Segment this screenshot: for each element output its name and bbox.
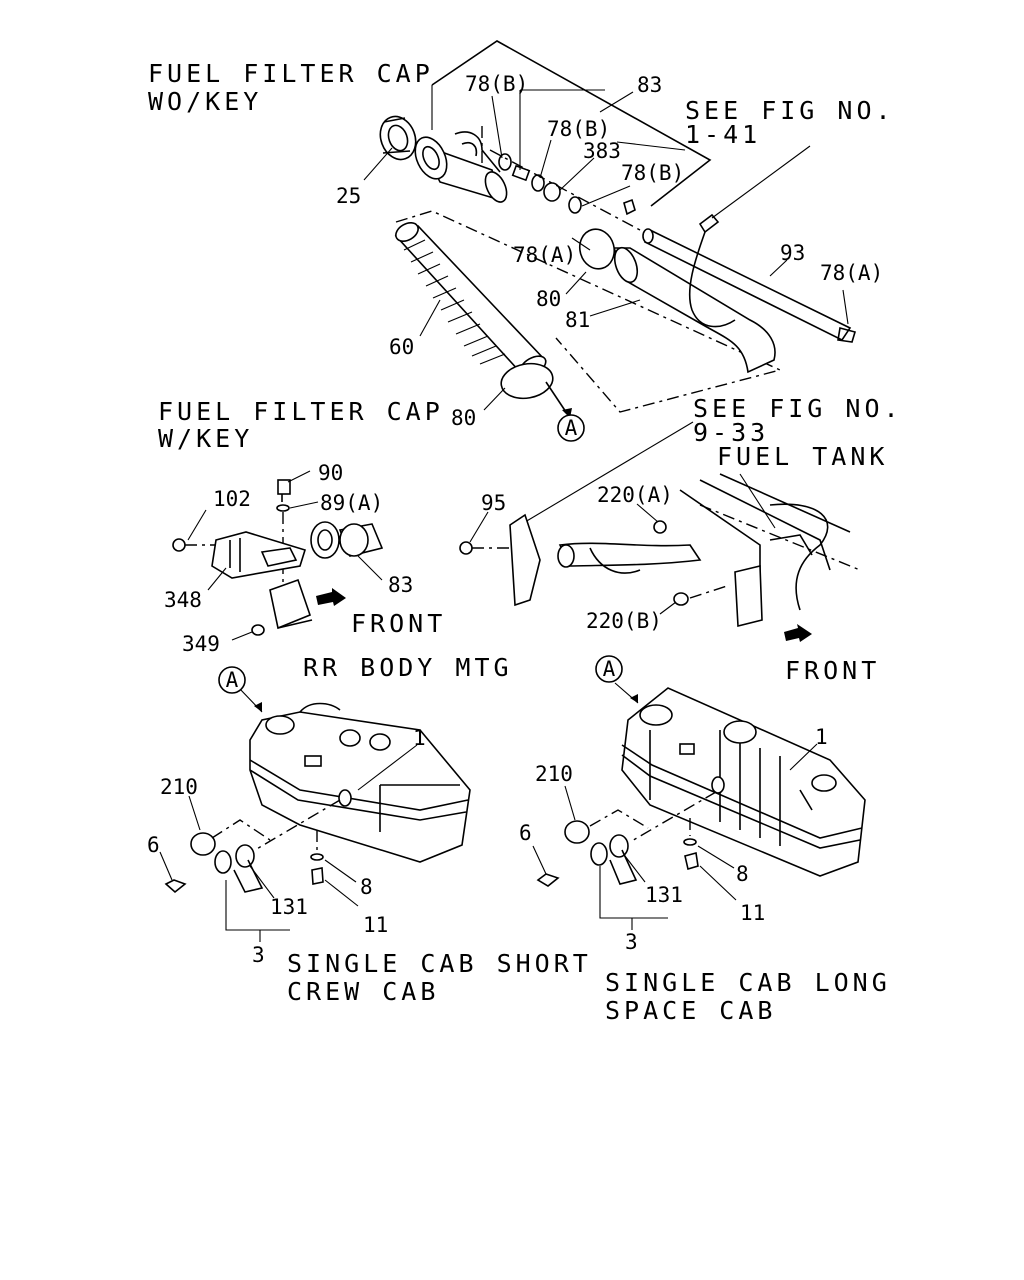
filler-pipe-routing [459,421,861,642]
callout-3-right: 3 [625,930,638,954]
caption-fig-1-41: 1-41 [685,120,761,149]
breather-pipe-part [642,213,857,343]
caption-front-right: FRONT [785,656,880,685]
callout-81: 81 [565,308,590,332]
caption-fuel-filter-cap-wo-key: FUEL FILTER CAP [148,59,434,88]
callout-95: 95 [481,491,506,515]
callout-78b-3: 78(B) [621,161,684,185]
callout-102: 102 [213,487,251,511]
vent-hose-parts [481,126,641,231]
caption-fig-9-33: 9-33 [693,418,769,447]
callout-11-right: 11 [740,901,765,925]
callout-3-left: 3 [252,943,265,967]
callout-11-left: 11 [363,913,388,937]
callout-8-left: 8 [360,875,373,899]
caption-wo-key: WO/KEY [148,87,262,116]
callout-6-left: 6 [147,833,160,857]
caption-see-fig-1: SEE FIG NO. [685,96,895,125]
caption-fuel-tank: FUEL TANK [717,442,888,471]
fuel-cap-part [379,115,417,161]
circle-a-left-label: A [226,668,239,692]
caption-front-left: FRONT [351,609,446,638]
caption-see-fig-2: SEE FIG NO. [693,394,903,423]
callout-89a: 89(A) [320,491,383,515]
filler-neck-assembly [379,40,857,419]
callout-220b: 220(B) [586,609,662,633]
callout-1-left: 1 [413,726,426,750]
circle-a-top-label: A [565,416,578,440]
callout-90: 90 [318,461,343,485]
top-leader-lines [363,89,849,411]
callout-93: 93 [780,241,805,265]
caption-crew-cab: CREW CAB [287,977,439,1006]
callout-78b-2: 78(B) [547,117,610,141]
callout-78b-1: 78(B) [465,72,528,96]
callout-6-right: 6 [519,821,532,845]
reference-circle-a-left: A [218,666,246,694]
filler-head-part [414,131,508,203]
caption-rr-body-mtg: RR BODY MTG [303,653,513,682]
callout-80-lower: 80 [451,406,476,430]
callout-348: 348 [164,588,202,612]
caption-single-cab-short: SINGLE CAB SHORT [287,949,592,978]
callout-131-right: 131 [645,883,683,907]
callout-60: 60 [389,335,414,359]
callout-8-right: 8 [736,862,749,886]
callout-83-mid: 83 [388,573,413,597]
callout-numbers: 78(B) 83 78(B) 383 78(B) 25 78(A) 93 78(… [147,72,883,967]
callout-1-right: 1 [815,725,828,749]
filler-pipe-part [578,228,776,374]
caption-w-key: W/KEY [158,424,253,453]
reference-circle-a-top: A [557,414,585,442]
callout-78a-2: 78(A) [820,261,883,285]
fuel-tank-short [159,687,471,942]
callout-80-upper: 80 [536,287,561,311]
caption-fuel-filter-cap-w-key: FUEL FILTER CAP [158,397,444,426]
caption-space-cab: SPACE CAB [605,996,776,1025]
fuel-tank-long [532,682,866,930]
callout-25: 25 [336,184,361,208]
circle-a-right-label: A [603,657,616,681]
callout-83-top: 83 [637,73,662,97]
callout-210-left: 210 [160,775,198,799]
callout-210-right: 210 [535,762,573,786]
callout-349: 349 [182,632,220,656]
callout-383: 383 [583,139,621,163]
captions: FUEL FILTER CAP WO/KEY SEE FIG NO. 1-41 … [148,59,903,1025]
caption-single-cab-long: SINGLE CAB LONG [605,968,891,997]
callout-131-left: 131 [270,895,308,919]
callout-220a: 220(A) [597,483,673,507]
callout-78a-1: 78(A) [513,243,576,267]
reference-circle-a-right: A [595,655,623,683]
locking-cap-mount [172,470,384,641]
